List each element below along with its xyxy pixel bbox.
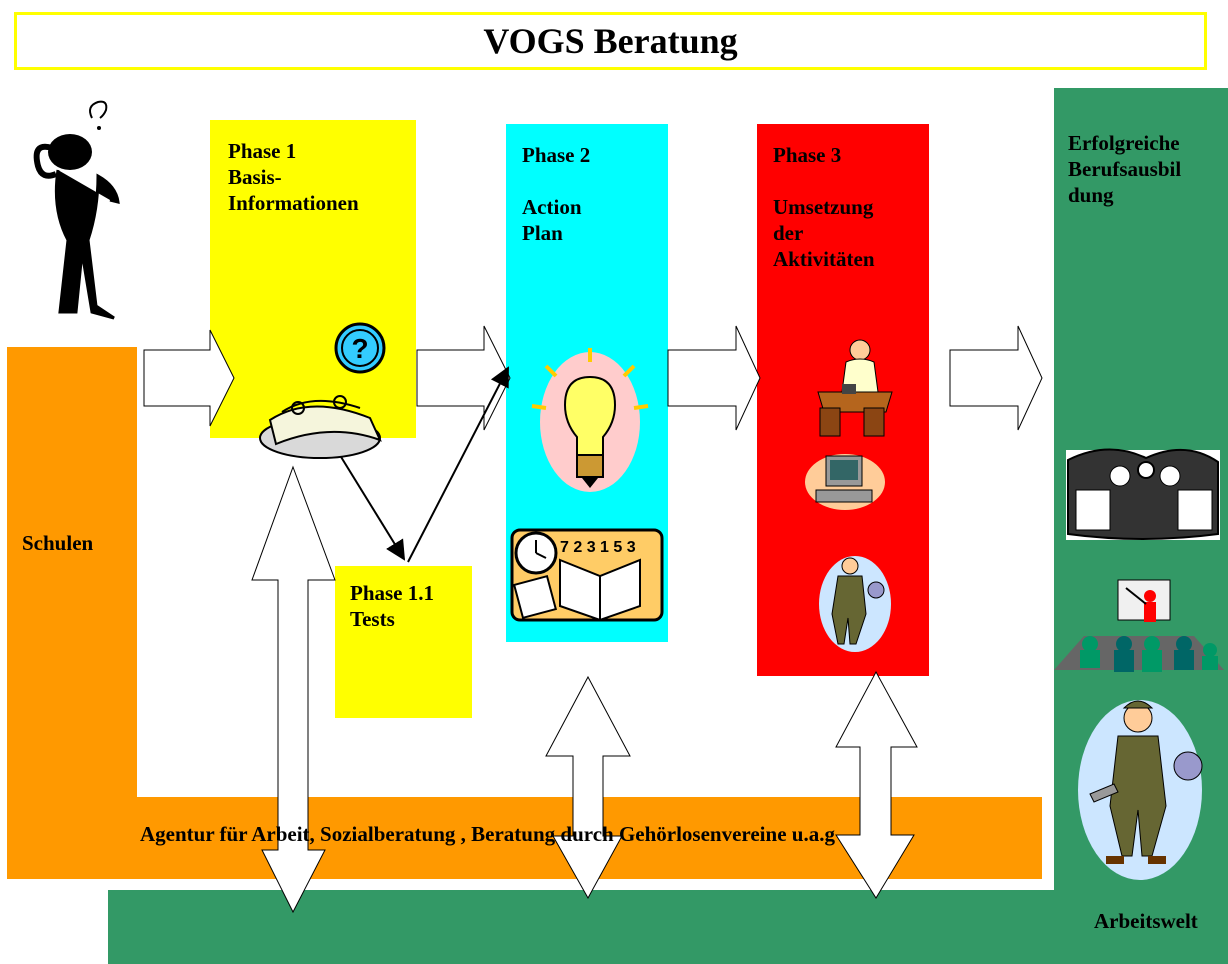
arbeitswelt-label: Arbeitswelt xyxy=(1094,909,1198,933)
calendar-book-icon: 7 2 3 1 5 3 xyxy=(510,528,664,622)
office-telephone-icon xyxy=(817,339,893,437)
phase1-label: Phase 1 Basis- Informationen xyxy=(228,138,359,216)
mechanic-icon xyxy=(819,556,891,652)
svg-text:7 2 3 1 5 3: 7 2 3 1 5 3 xyxy=(560,539,636,556)
lightbulb-icon xyxy=(531,348,649,492)
double-arrow-phase2 xyxy=(545,675,631,900)
phase2-title: Phase 2 xyxy=(522,143,591,167)
line-phase11-to-phase2 xyxy=(407,366,509,563)
worker-icon xyxy=(1078,700,1203,880)
line-phase1-to-phase11 xyxy=(337,451,406,561)
phase2-subtitle: Action Plan xyxy=(522,195,582,245)
phase11-label: Phase 1.1 Tests xyxy=(350,580,434,632)
outcome-label: Erfolgreiche Berufsausbil dung xyxy=(1068,131,1182,207)
computer-icon xyxy=(805,454,885,510)
presentation-icon xyxy=(1054,579,1224,672)
arrow-schulen-to-phase1 xyxy=(143,329,235,427)
phase3-label: Phase 3 Umsetzung der Aktivitäten xyxy=(773,142,875,272)
schulen-block xyxy=(7,347,137,867)
phase11-title: Phase 1.1 xyxy=(350,581,434,605)
question-mark-icon: ? xyxy=(334,322,386,374)
diagram-title: VOGS Beratung xyxy=(483,21,738,61)
phase1-title: Phase 1 xyxy=(228,139,297,163)
arrow-phase1-to-phase2 xyxy=(416,325,511,431)
business-meeting-icon xyxy=(1066,448,1220,540)
arrow-phase2-to-phase3 xyxy=(667,325,761,431)
phase1-box xyxy=(210,120,416,438)
phase11-subtitle: Tests xyxy=(350,607,395,631)
title-box: VOGS Beratung xyxy=(14,12,1207,70)
phase3-title: Phase 3 xyxy=(773,143,842,167)
phase3-subtitle: Umsetzung der Aktivitäten xyxy=(773,195,875,271)
double-arrow-phase1 xyxy=(251,465,336,914)
phase2-label: Phase 2 Action Plan xyxy=(522,142,590,246)
arrow-phase3-to-outcome xyxy=(949,325,1043,431)
agentur-label: Agentur für Arbeit, Sozialberatung , Ber… xyxy=(140,822,835,846)
confused-person-icon xyxy=(33,100,120,320)
svg-text:?: ? xyxy=(351,333,368,364)
double-arrow-phase3 xyxy=(835,670,918,899)
schulen-label: Schulen xyxy=(22,531,94,555)
rolodex-icon xyxy=(259,395,382,459)
phase1-subtitle: Basis- Informationen xyxy=(228,165,359,215)
phase11-box xyxy=(335,566,472,718)
